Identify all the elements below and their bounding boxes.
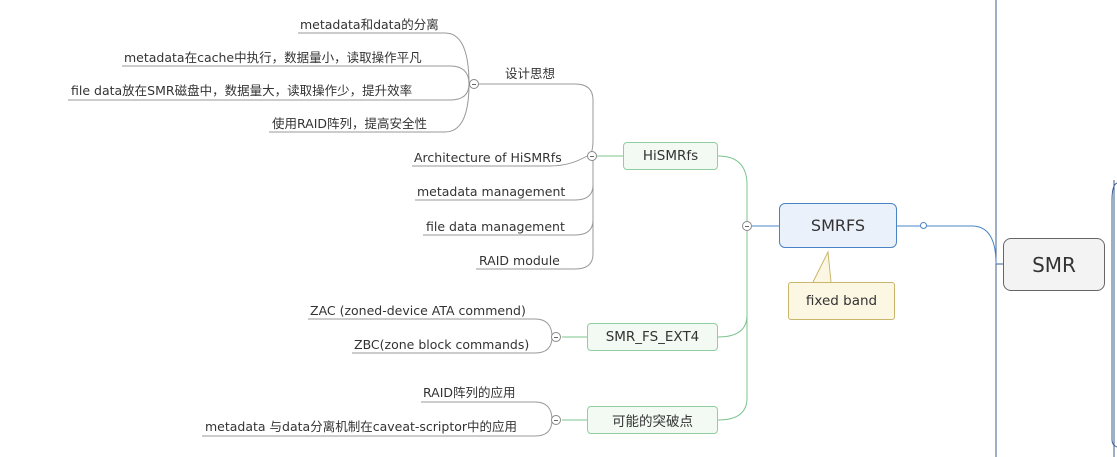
connector-to-smrfsext4 [717,231,748,338]
smrfs-node[interactable]: SMRFS [779,203,897,248]
collapse-toggle-design[interactable] [469,79,479,89]
collapse-toggle-breakthrough[interactable] [551,415,561,425]
breakthrough-item-raid[interactable]: RAID阵列的应用 [423,385,516,400]
collapse-toggle-hismrfs[interactable] [587,151,597,161]
design-item-4[interactable]: 使用RAID阵列，提高安全性 [272,116,428,131]
connector-design-group [478,83,594,157]
connector-root-smrfs [924,225,997,265]
ext4-item-zac[interactable]: ZAC (zoned-device ATA commend) [310,303,526,318]
collapse-toggle-ext4[interactable] [551,332,561,342]
hismrfs-item-raid[interactable]: RAID module [479,253,560,268]
design-item-2[interactable]: metadata在cache中执行，数据量小，读取操作平凡 [124,50,422,65]
design-item-1[interactable]: metadata和data的分离 [300,17,439,32]
branch-smr-fs-ext4[interactable]: SMR_FS_EXT4 [587,323,718,351]
branch-breakthrough[interactable]: 可能的突破点 [587,406,718,434]
note-pointer [812,250,832,283]
hismrfs-item-metadata[interactable]: metadata management [417,184,566,199]
root-node-smr[interactable]: SMR [1003,238,1105,291]
ext4-item-zbc[interactable]: ZBC(zone block commands) [354,337,530,352]
root-right-bracket [1111,182,1117,448]
note-text: fixed band [805,293,878,309]
collapse-toggle-smrfs[interactable] [742,221,752,231]
design-group-label[interactable]: 设计思想 [505,66,556,81]
design-item-3[interactable]: file data放在SMR磁盘中，数据量大，读取操作少，提升效率 [71,83,413,98]
connector-to-breakthrough [717,231,748,421]
hismrfs-item-filedata[interactable]: file data management [426,219,565,234]
root-label: SMR [1032,252,1076,277]
fixed-band-note[interactable]: fixed band [788,282,895,320]
connector-to-hismrfs [717,155,748,221]
smrfs-label: SMRFS [810,216,866,235]
breakthrough-item-metadata[interactable]: metadata 与data分离机制在caveat-scriptor中的应用 [205,419,518,434]
collapse-dot[interactable] [920,222,927,229]
branch-hismrfs-label: HiSMRfs [642,148,699,164]
branch-ext4-label: SMR_FS_EXT4 [605,329,700,345]
hismrfs-item-architecture[interactable]: Architecture of HiSMRfs [414,150,562,165]
branch-breakthrough-label: 可能的突破点 [612,414,693,430]
branch-hismrfs[interactable]: HiSMRfs [623,142,718,170]
